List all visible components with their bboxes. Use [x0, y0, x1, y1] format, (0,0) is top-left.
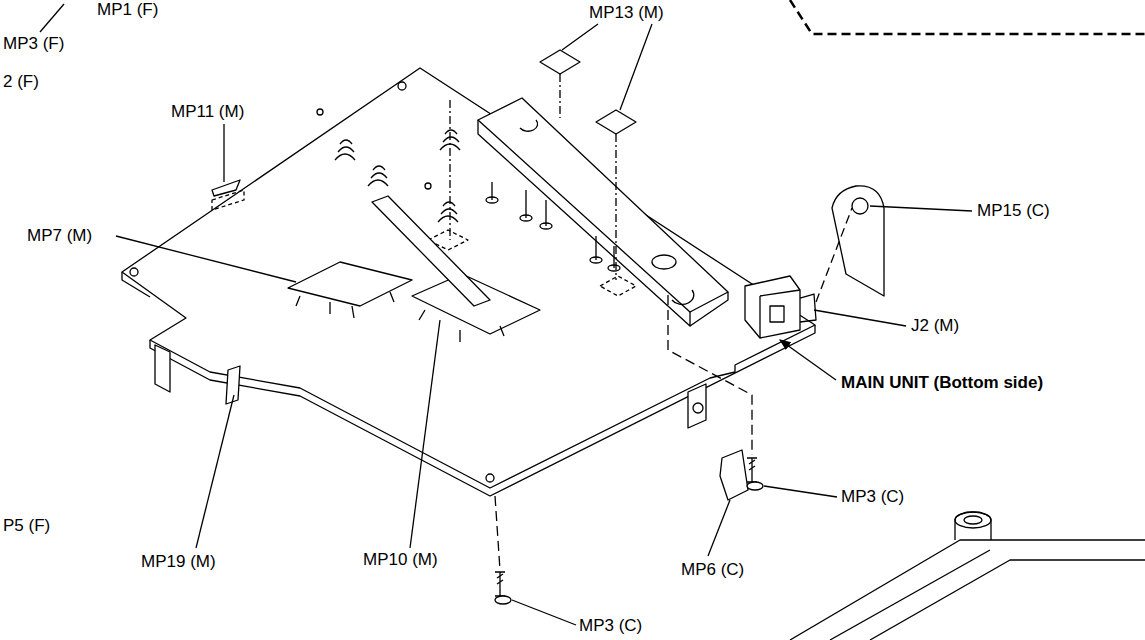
part-label: MP19 (M) — [140, 552, 217, 572]
part-label: MP6 (C) — [680, 560, 745, 580]
part-label: MP10 (M) — [362, 550, 439, 570]
part-label: 2 (F) — [2, 72, 40, 92]
part-label: MP7 (M) — [26, 226, 93, 246]
part-label: MP3 (F) — [2, 34, 65, 54]
part-label: MP1 (F) — [96, 0, 159, 20]
part-label: MP13 (M) — [588, 3, 665, 23]
part-label: J2 (M) — [910, 316, 960, 336]
part-label: P5 (F) — [2, 516, 51, 536]
part-label: MP3 (C) — [840, 487, 905, 507]
unit-label: MAIN UNIT (Bottom side) — [840, 373, 1044, 393]
part-label: MP3 (C) — [578, 616, 643, 636]
part-label: MP15 (C) — [976, 201, 1051, 221]
part-label: MP11 (M) — [170, 102, 245, 122]
